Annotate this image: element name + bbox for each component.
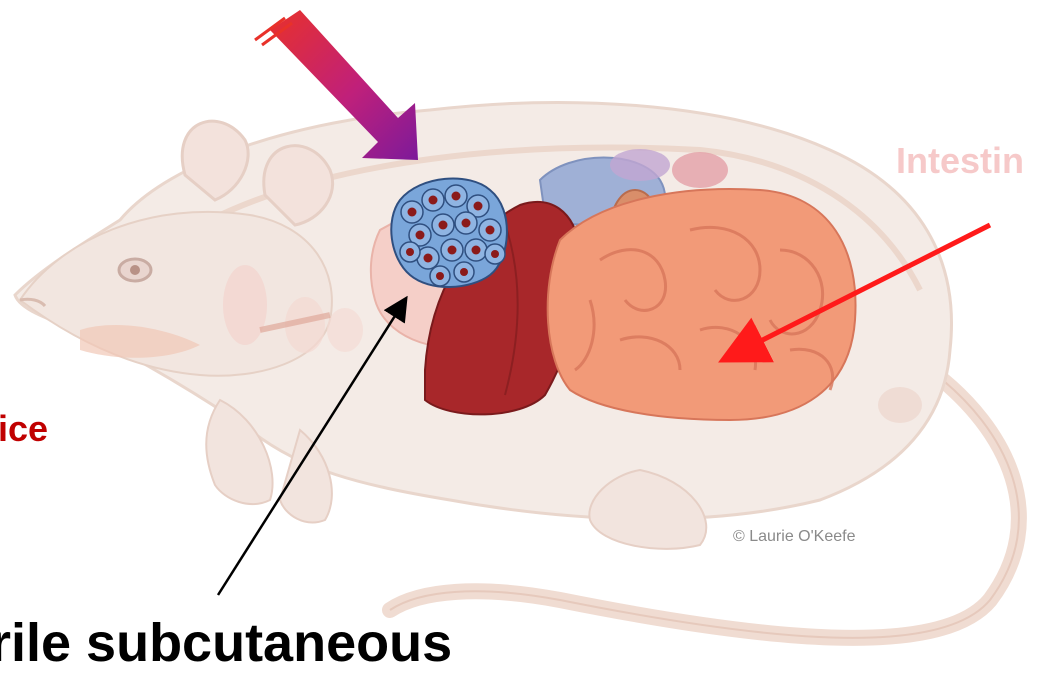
tumor-cell-cluster bbox=[391, 179, 507, 288]
mouse-intestines bbox=[548, 189, 856, 420]
sterile-subcutaneous-label: rile subcutaneous bbox=[0, 612, 452, 674]
mouse-illustration bbox=[15, 103, 1019, 638]
intestine-label: Intestin bbox=[896, 140, 1024, 182]
mice-label: ice bbox=[0, 408, 48, 450]
copyright-label: © Laurie O'Keefe bbox=[733, 528, 855, 546]
